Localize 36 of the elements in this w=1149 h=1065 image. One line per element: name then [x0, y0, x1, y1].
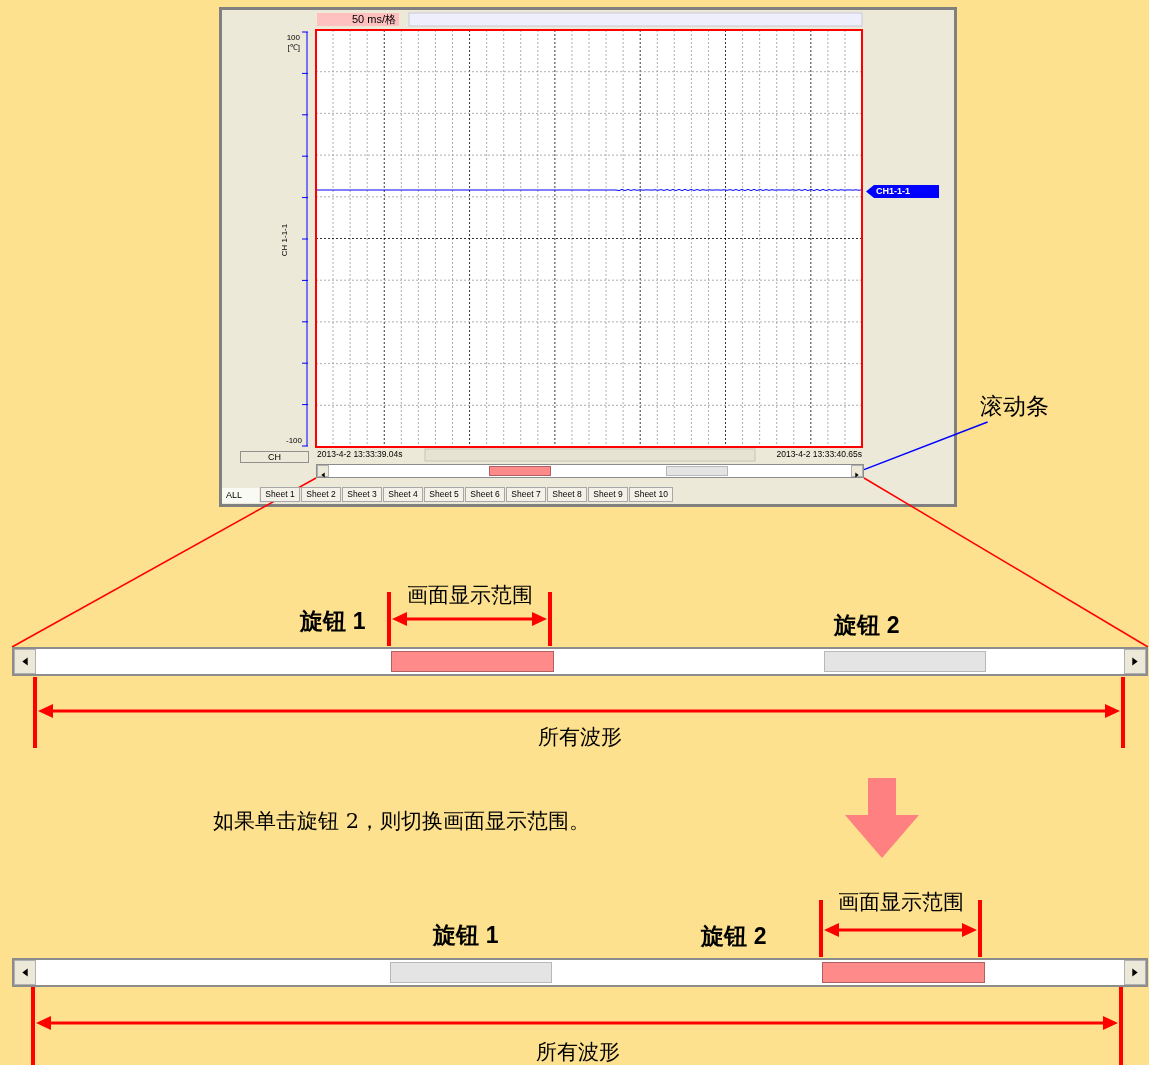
- sheet-tab: Sheet 5: [424, 487, 464, 502]
- range-label: 画面显示范围: [837, 889, 965, 915]
- knob-label: 旋钮 2: [699, 922, 768, 951]
- knob-label: 旋钮 1: [298, 607, 367, 636]
- end-time-label: 2013-4-2 13:33:40.65s: [775, 448, 862, 460]
- knob-label: 旋钮 1: [431, 921, 500, 950]
- sheet-tab: Sheet 9: [588, 487, 628, 502]
- sheet-tab: Sheet 10: [629, 487, 673, 502]
- channel-button: CH: [240, 451, 309, 463]
- axis-max-label: 100: [285, 32, 300, 43]
- leader-line: [863, 421, 989, 471]
- sheet-tab: Sheet 6: [465, 487, 505, 502]
- scrollbar: [316, 464, 864, 478]
- sheet-tab: ALL: [222, 488, 259, 503]
- instruction-text: 如果单击旋钮 2，则切换画面显示范围。: [213, 808, 592, 834]
- sheet-tab: Sheet 3: [342, 487, 382, 502]
- start-time-label: 2013-4-2 13:33:39.04s: [317, 448, 404, 460]
- knob-label: 旋钮 2: [832, 611, 901, 640]
- channel-tag: CH1-1-1: [866, 185, 939, 198]
- leader-line: [863, 477, 1149, 648]
- range-label: 所有波形: [537, 724, 623, 750]
- scrollbar: [12, 647, 1148, 676]
- sheet-tab: Sheet 2: [301, 487, 341, 502]
- unit-label: [℃]: [286, 42, 300, 53]
- sheet-tab: Sheet 7: [506, 487, 546, 502]
- scrollbar: [12, 958, 1148, 987]
- range-label: 所有波形: [535, 1039, 621, 1065]
- sheet-tab: Sheet 1: [260, 487, 300, 502]
- scale-label: 50 ms/格: [317, 13, 399, 26]
- axis-min-label: -100: [285, 435, 302, 446]
- leader-line: [11, 477, 317, 648]
- callout-text: 滚动条: [970, 390, 1058, 422]
- sheet-tab: Sheet 4: [383, 487, 423, 502]
- axis-title: CH 1-1-1: [279, 222, 290, 259]
- range-label: 画面显示范围: [406, 582, 534, 608]
- sheet-tab: Sheet 8: [547, 487, 587, 502]
